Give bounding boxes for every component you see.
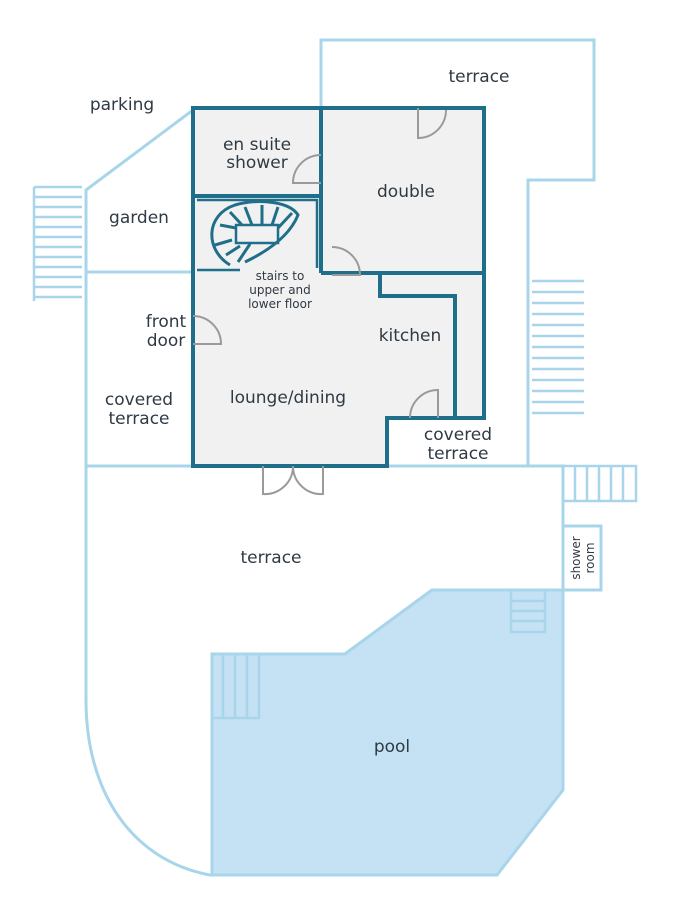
house-walls: [191, 106, 486, 468]
label-garden: garden: [109, 208, 169, 228]
label-en-suite-2: shower: [226, 153, 287, 173]
left-steps: [32, 185, 82, 301]
label-lounge: lounge/dining: [230, 388, 346, 408]
label-front-2: door: [147, 331, 186, 351]
inner-thin-walls: [197, 198, 319, 272]
shower-room-outline: [561, 524, 603, 592]
top-terrace-outline: [319, 38, 596, 466]
room-labels: parking terrace en suite shower double g…: [90, 67, 597, 757]
label-terrace-main: terrace: [240, 548, 301, 568]
label-double: double: [377, 182, 435, 202]
label-covered-left-2: terrace: [108, 409, 169, 429]
label-shower-room-2: room: [583, 542, 597, 573]
shower-steps: [561, 464, 638, 503]
garden-boundary: [84, 108, 194, 466]
pool: [210, 588, 565, 877]
label-terrace-top: terrace: [448, 67, 509, 87]
label-kitchen: kitchen: [379, 326, 442, 346]
spiral-stairs-icon: [210, 200, 300, 267]
label-shower-room-1: shower: [569, 536, 583, 579]
pool-steps-right: [509, 590, 547, 634]
label-front-1: front: [146, 312, 187, 332]
door-en-suite: [291, 154, 322, 184]
label-stairs-1: stairs to: [256, 269, 305, 283]
label-en-suite-1: en suite: [223, 135, 291, 155]
label-covered-left-1: covered: [105, 390, 173, 410]
label-stairs-3: lower floor: [248, 297, 312, 311]
right-steps: [532, 279, 584, 415]
door-lounge-double: [331, 246, 362, 276]
pool-steps-left: [210, 652, 261, 720]
label-pool: pool: [374, 737, 410, 757]
label-covered-right-1: covered: [424, 425, 492, 445]
outer-wall: [191, 106, 486, 468]
label-parking: parking: [90, 95, 154, 115]
door-terrace-double: [262, 465, 324, 496]
doors: [192, 108, 447, 496]
door-kitchen: [409, 388, 439, 419]
door-double: [417, 108, 447, 140]
door-front: [192, 315, 223, 345]
label-covered-right-2: terrace: [427, 444, 488, 464]
label-stairs-2: upper and: [249, 283, 311, 297]
